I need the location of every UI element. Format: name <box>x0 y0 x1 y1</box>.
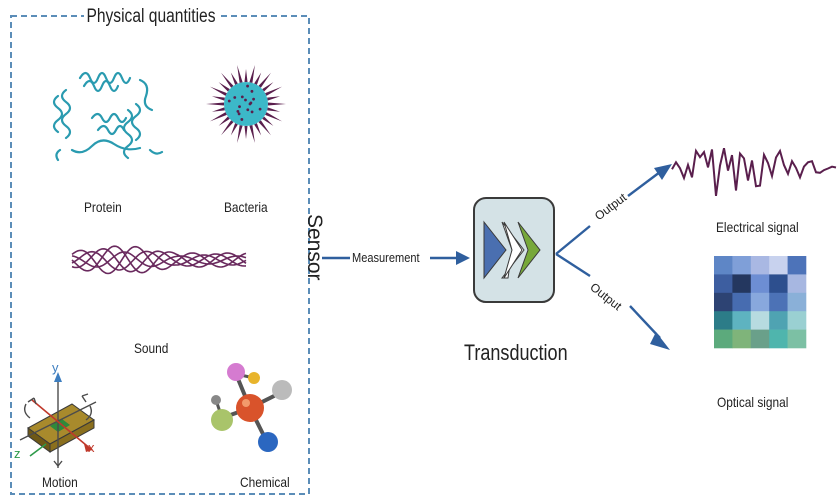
optical-pixel <box>787 292 807 312</box>
optical-pixel <box>732 292 752 312</box>
electrical-signal-waveform <box>671 147 837 197</box>
optical-pixel <box>714 329 733 349</box>
label-sound: Sound <box>134 340 169 356</box>
optical-pixel <box>787 256 807 275</box>
optical-pixel <box>750 292 770 312</box>
optical-pixel <box>714 311 733 330</box>
optical-pixel <box>750 274 770 294</box>
optical-pixel <box>732 329 752 349</box>
label-protein: Protein <box>84 199 122 215</box>
label-bacteria: Bacteria <box>224 199 268 215</box>
measurement-label: Measurement <box>352 250 420 265</box>
transducer-icon <box>473 197 555 303</box>
output-arrow-lower <box>555 252 670 350</box>
optical-pixel <box>769 329 788 349</box>
optical-signal-label: Optical signal <box>717 394 789 410</box>
optical-pixel <box>769 311 788 330</box>
protein-icon <box>52 71 164 162</box>
bacteria-icon <box>206 65 286 143</box>
optical-pixel <box>769 256 788 275</box>
transduction-label: Transduction <box>464 340 568 365</box>
motion-icon <box>19 372 97 468</box>
optical-pixel <box>769 274 788 294</box>
axis-y-label: y <box>52 360 59 375</box>
optical-pixel <box>732 311 752 330</box>
optical-pixel <box>714 274 733 294</box>
chemical-icon <box>211 363 292 452</box>
optical-pixel <box>787 311 807 330</box>
electrical-signal-label: Electrical signal <box>716 219 799 235</box>
optical-pixel <box>787 274 807 294</box>
label-chemical: Chemical <box>240 474 290 490</box>
optical-pixel <box>732 256 752 275</box>
axis-x-label: x <box>88 440 95 455</box>
box-title: Physical quantities <box>84 6 218 28</box>
label-motion: Motion <box>42 474 78 490</box>
optical-pixel <box>714 256 733 275</box>
sensor-label: Sensor <box>303 214 326 281</box>
optical-pixel <box>769 292 788 312</box>
optical-pixel <box>787 329 807 349</box>
sound-wave-icon <box>71 245 247 275</box>
output-arrow-upper <box>555 164 672 255</box>
optical-signal-grid <box>714 256 807 349</box>
axis-z-label: z <box>14 446 21 461</box>
measurement-arrow <box>322 251 470 265</box>
optical-pixel <box>750 256 770 275</box>
physical-quantities-frame <box>10 15 310 495</box>
optical-pixel <box>732 274 752 294</box>
optical-pixel <box>750 329 770 349</box>
optical-pixel <box>714 292 733 312</box>
optical-pixel <box>750 311 770 330</box>
